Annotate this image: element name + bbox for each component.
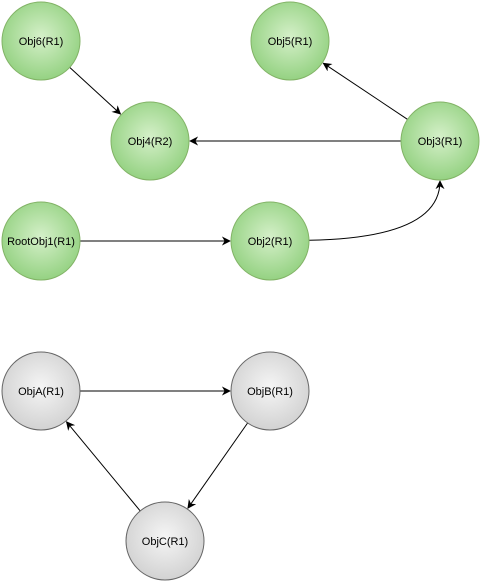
node-label: Obj3(R1): [418, 136, 463, 148]
node-label: ObjB(R1): [247, 386, 293, 398]
node-label: ObjC(R1): [142, 536, 188, 548]
edge-obj6-to-obj4: [69, 67, 122, 115]
edge-objb-to-objc: [187, 422, 249, 509]
node-obj3[interactable]: Obj3(R1): [400, 101, 480, 181]
node-objb[interactable]: ObjB(R1): [230, 351, 310, 431]
node-circle: [1, 201, 81, 281]
node-obj2[interactable]: Obj2(R1): [230, 201, 310, 281]
node-obj4[interactable]: Obj4(R2): [110, 101, 190, 181]
node-circle: [1, 1, 81, 81]
edge-obj2-to-obj3: [308, 180, 445, 241]
node-label: Obj4(R2): [128, 136, 173, 148]
node-circle: [400, 101, 480, 181]
node-obj5[interactable]: Obj5(R1): [250, 1, 330, 81]
edge-obj3-to-obj5: [322, 62, 408, 120]
node-obja[interactable]: ObjA(R1): [1, 351, 81, 431]
node-rootobj1[interactable]: RootObj1(R1): [1, 201, 81, 281]
node-label: RootObj1(R1): [7, 236, 75, 248]
node-obj6[interactable]: Obj6(R1): [1, 1, 81, 81]
node-circle: [125, 501, 205, 581]
node-label: Obj6(R1): [19, 36, 64, 48]
node-label: ObjA(R1): [18, 386, 64, 398]
edge-objc-to-obja: [65, 421, 141, 512]
node-circle: [250, 1, 330, 81]
node-circle: [230, 201, 310, 281]
node-label: Obj5(R1): [268, 36, 313, 48]
node-objc[interactable]: ObjC(R1): [125, 501, 205, 581]
edges-layer: [65, 62, 445, 512]
node-circle: [1, 351, 81, 431]
node-label: Obj2(R1): [248, 236, 293, 248]
node-circle: [110, 101, 190, 181]
node-circle: [230, 351, 310, 431]
